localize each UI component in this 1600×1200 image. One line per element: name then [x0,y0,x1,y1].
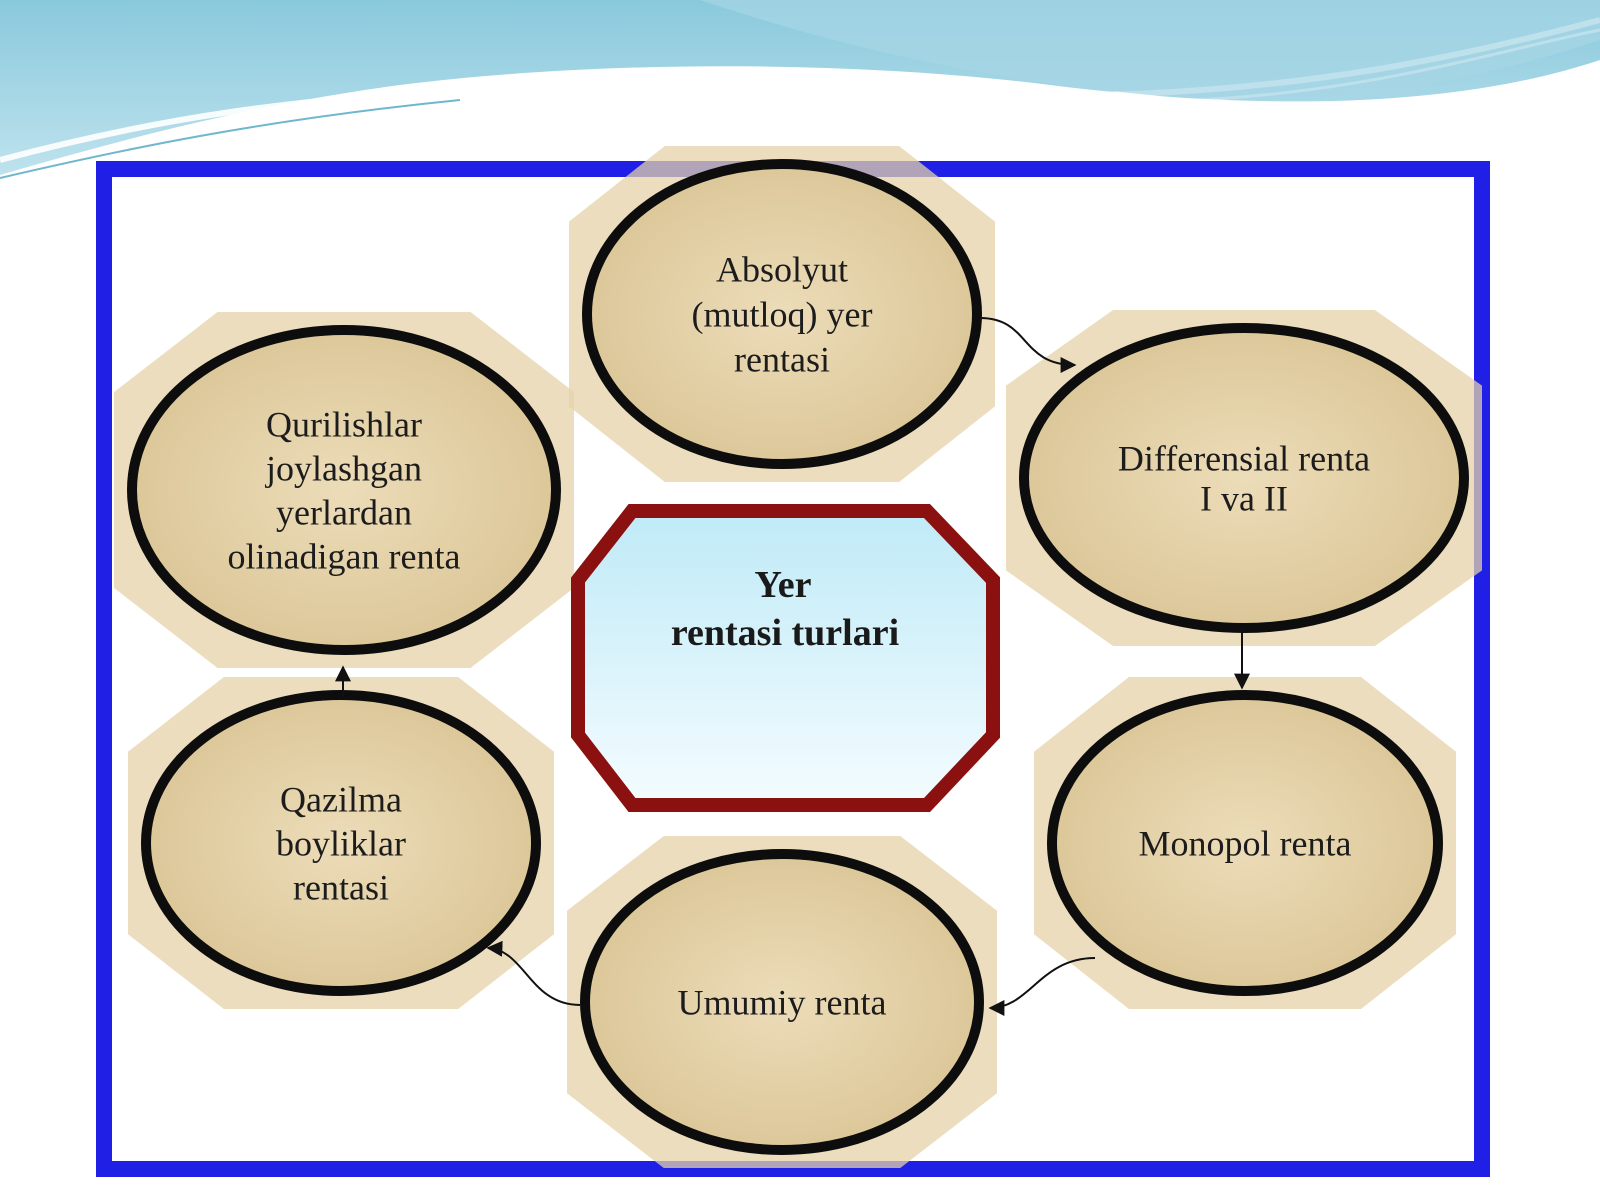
node-qazilma-label-line: rentasi [293,868,389,908]
node-qurilishlar-label-line: yerlardan [276,493,412,533]
center-node: Yer rentasi turlari [571,504,1000,812]
node-differensial-label-line: Differensial renta [1118,439,1370,479]
node-umumiy-ellipse [580,849,984,1155]
node-qurilishlar-label-line: olinadigan renta [228,537,461,577]
center-title-line-1: Yer [755,564,812,606]
node-qazilma-label-line: boyliklar [276,824,406,864]
node-absolyut-label-line: Absolyut [716,250,848,290]
node-absolyut-label-line: rentasi [734,340,830,380]
arrow-monopol-to-umumiy [988,957,1096,1016]
node-qazilma-label-line: Qazilma [280,780,402,820]
node-monopol-ellipse [1047,690,1443,996]
node-absolyut-ellipse [582,159,982,469]
header-wave-decoration [0,0,1600,179]
arrow-umumiy-to-qazilma [486,940,581,1006]
center-octagon [571,504,1000,812]
node-differensial-label-line: I va II [1200,479,1288,519]
node-absolyut-label-line: (mutloq) yer [692,295,873,335]
node-umumiy-label-line: Umumiy renta [678,983,887,1023]
node-qurilishlar-label-line: Qurilishlar [266,405,422,445]
arrow-absolyut-to-differensial [979,317,1077,373]
node-umumiy-label: Umumiy renta [678,983,887,1023]
connector-arrows [335,317,1250,1016]
node-absolyut: Absolyut (mutloq) yer rentasi [569,146,995,482]
svg-text:Yer rentasi turlari: Yer rentasi turlari [671,564,899,654]
node-qurilishlar-label-line: joylashgan [264,449,422,489]
node-monopol-label-line: Monopol renta [1139,824,1352,864]
node-qazilma-ellipse [141,690,541,996]
node-monopol: Monopol renta [1034,677,1456,1009]
node-absolyut-label: Absolyut (mutloq) yer rentasi [692,250,873,380]
node-monopol-label: Monopol renta [1139,824,1352,864]
center-title-line-2: rentasi turlari [671,612,899,654]
node-qurilishlar-ellipse [127,325,561,655]
node-differensial-ellipse [1019,323,1469,633]
node-umumiy: Umumiy renta [567,836,997,1168]
